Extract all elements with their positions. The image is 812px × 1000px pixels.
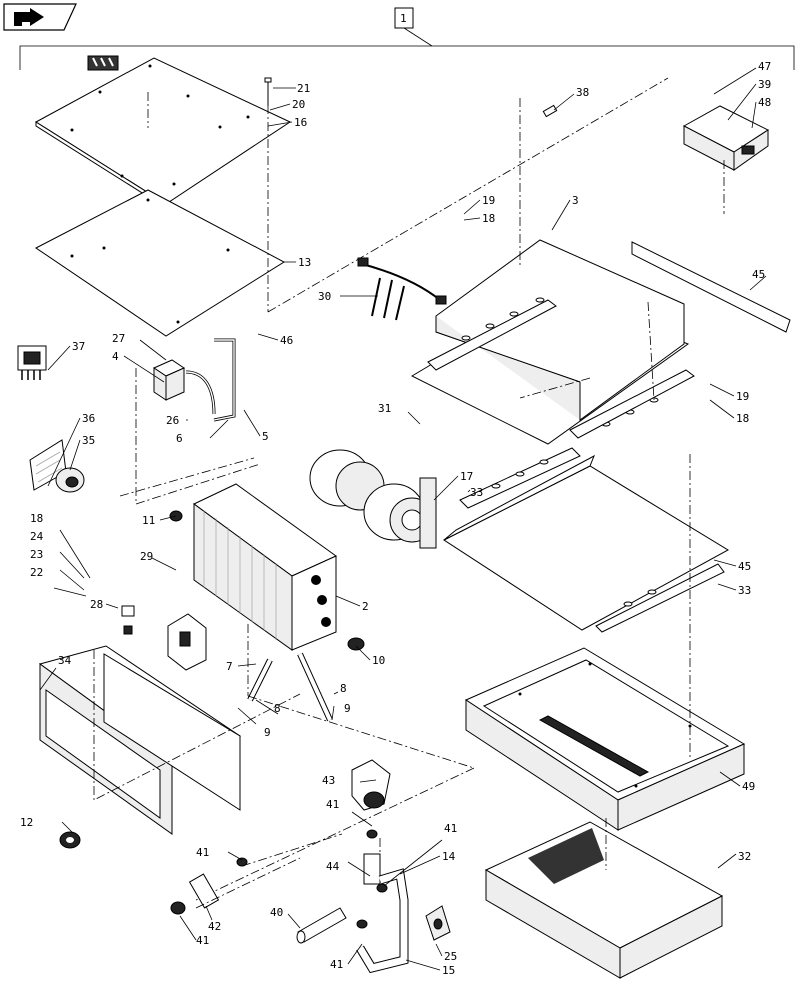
thermostat-28 [121, 605, 135, 635]
callout-29: 29 [140, 550, 153, 563]
tray-32 [484, 821, 724, 979]
callout-40: 40 [270, 906, 283, 919]
callout-23: 23 [30, 548, 43, 561]
callout-32: 32 [738, 850, 751, 863]
callout-48: 48 [758, 96, 771, 109]
callout-41-mid: 41 [326, 798, 339, 811]
callout-34: 34 [58, 654, 72, 667]
callout-labels: 47 39 48 21 20 16 38 19 18 3 13 45 30 27… [20, 60, 771, 977]
callout-25: 25 [444, 950, 457, 963]
callout-30: 30 [318, 290, 331, 303]
bottom-pan-49 [464, 647, 746, 831]
callout-38: 38 [576, 86, 589, 99]
callout-27: 27 [112, 332, 125, 345]
callout-41-bottom-left: 41 [196, 934, 209, 947]
heater-valve-43 [351, 759, 391, 811]
callout-33-top: 33 [470, 486, 483, 499]
callout-18-right: 18 [736, 412, 749, 425]
callout-24: 24 [30, 530, 44, 543]
callout-43: 43 [322, 774, 335, 787]
callout-39: 39 [758, 78, 771, 91]
callout-41-bottom: 41 [330, 958, 343, 971]
housing-top-panel [410, 239, 695, 445]
grommet-10 [347, 637, 365, 651]
evaporator-core-2 [193, 483, 337, 651]
callout-18-left: 18 [30, 512, 43, 525]
blower-assembly-17 [309, 449, 437, 549]
callout-6: 6 [176, 432, 183, 445]
controller-module-39 [682, 105, 770, 171]
callout-45-bottom: 45 [738, 560, 751, 573]
callout-8-right: 8 [340, 682, 347, 695]
callout-3: 3 [572, 194, 579, 207]
callout-26: 26 [166, 414, 179, 427]
callout-19-top: 19 [482, 194, 495, 207]
callout-4: 4 [112, 350, 119, 363]
callout-12: 12 [20, 816, 33, 829]
callout-21: 21 [297, 82, 310, 95]
callout-5: 5 [262, 430, 269, 443]
top-cover-plate [35, 55, 292, 209]
callout-19-right: 19 [736, 390, 749, 403]
filter-sheet [35, 189, 285, 337]
hose-14-15 [356, 868, 409, 974]
callout-11: 11 [142, 514, 155, 527]
callout-2: 2 [362, 600, 369, 613]
hose-42 [188, 873, 220, 909]
return-nav-icon[interactable] [3, 3, 77, 31]
screw-21 [264, 77, 272, 106]
refrigerant-line-26 [185, 338, 236, 422]
callout-10: 10 [372, 654, 385, 667]
housing-base-plate [443, 447, 729, 633]
hose-44 [363, 853, 381, 885]
callout-36: 36 [82, 412, 95, 425]
callout-7: 7 [226, 660, 233, 673]
fitting-25 [425, 905, 451, 941]
callout-13: 13 [298, 256, 311, 269]
callout-44: 44 [326, 860, 340, 873]
wire-harness-30 [357, 257, 447, 321]
side-rail-45-top [631, 241, 791, 333]
callout-37: 37 [72, 340, 85, 353]
callout-16: 16 [294, 116, 307, 129]
callout-49: 49 [742, 780, 755, 793]
grommet-12 [59, 831, 81, 849]
drain-hose-8 [247, 652, 333, 722]
callout-46: 46 [280, 334, 293, 347]
assembly-bracket: 1 [19, 7, 795, 70]
callout-45-top: 45 [752, 268, 765, 281]
callout-28: 28 [90, 598, 103, 611]
callout-9-right: 9 [344, 702, 351, 715]
callout-14: 14 [442, 850, 456, 863]
callout-31: 31 [378, 402, 391, 415]
clamp-41 [170, 829, 388, 929]
callout-41-left: 41 [196, 846, 209, 859]
resistor-37 [17, 345, 47, 380]
callout-9-left: 9 [264, 726, 271, 739]
callout-15: 15 [442, 964, 455, 977]
callout-20: 20 [292, 98, 305, 111]
hose-40 [296, 907, 347, 944]
valve-block-4 [152, 359, 186, 401]
callout-41-right: 41 [444, 822, 457, 835]
callout-33-bottom: 33 [738, 584, 751, 597]
screw-38 [542, 104, 558, 118]
callout-8-left: 8 [274, 702, 281, 715]
callout-17: 17 [460, 470, 473, 483]
callout-47: 47 [758, 60, 771, 73]
front-frame-34 [38, 645, 242, 835]
callout-18-top: 18 [482, 212, 495, 225]
callout-35: 35 [82, 434, 95, 447]
callout-42: 42 [208, 920, 221, 933]
sensor-35 [55, 467, 85, 493]
assembly-ref-label: 1 [400, 12, 407, 25]
control-box [167, 613, 207, 671]
callout-22: 22 [30, 566, 43, 579]
